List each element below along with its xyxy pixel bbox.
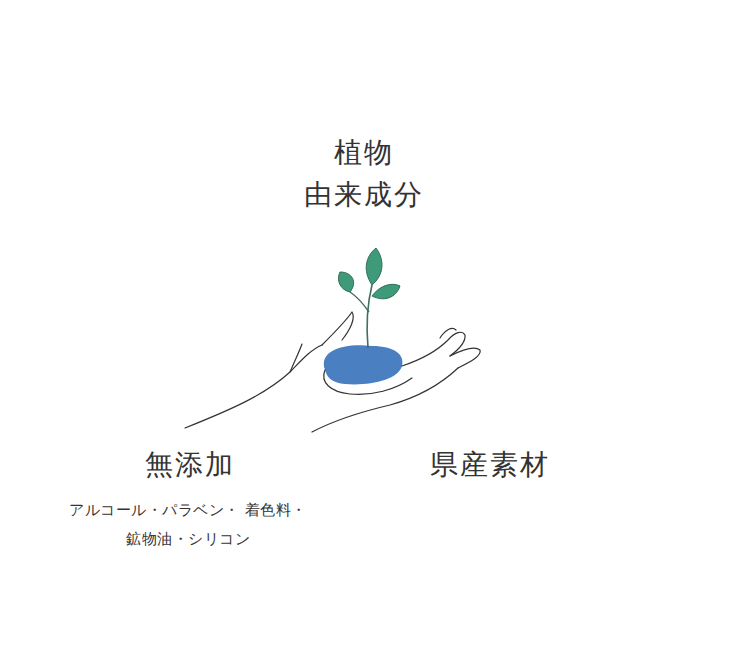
venn-circle: 植物 由来成分 bbox=[168, 20, 560, 380]
circle-fill bbox=[344, 274, 728, 660]
soil bbox=[324, 345, 403, 384]
circle-heading: 県産素材 bbox=[380, 444, 600, 486]
circle-heading: 植物 由来成分 bbox=[289, 132, 439, 216]
leaf bbox=[372, 284, 400, 298]
circle-heading: 無添加 bbox=[90, 444, 290, 486]
venn-circle: 県産素材 bbox=[340, 270, 732, 664]
venn-circle: 無添加アルコール・パラベン・ 着色料・鉱物油・シリコン bbox=[0, 270, 392, 664]
circle-fill bbox=[4, 274, 390, 660]
leaf bbox=[338, 272, 353, 292]
stem bbox=[350, 292, 369, 312]
circle-fill bbox=[170, 24, 558, 378]
circle-body: アルコール・パラベン・ 着色料・鉱物油・シリコン bbox=[68, 496, 308, 554]
hand-line bbox=[185, 312, 480, 432]
stem bbox=[367, 285, 372, 348]
leaf bbox=[366, 248, 382, 285]
